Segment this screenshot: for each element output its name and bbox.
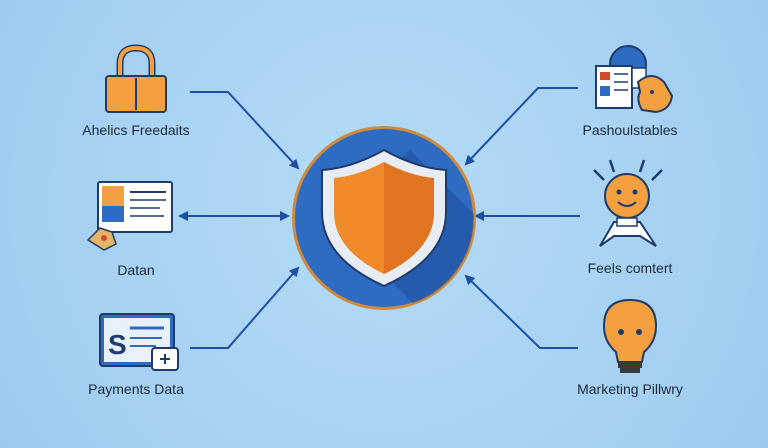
hand-document-icon bbox=[595, 45, 674, 114]
arrow-bottom-left bbox=[190, 266, 300, 349]
node-label-mid-right: Feels comtert bbox=[587, 260, 673, 276]
arrow-bottom-right bbox=[464, 274, 578, 349]
node-label-top-right: Pashoulstables bbox=[582, 122, 678, 138]
node-label-mid-left: Datan bbox=[117, 262, 155, 278]
node-label-top-left: Ahelics Freedaits bbox=[82, 122, 190, 138]
node-label-bottom-left: Payments Data bbox=[88, 381, 184, 397]
arrow-top-left bbox=[190, 91, 300, 170]
arrow-top-right bbox=[464, 87, 578, 166]
payment-screen-icon: S bbox=[99, 313, 179, 371]
lightbulb-icon bbox=[602, 298, 658, 373]
shield-icon bbox=[292, 126, 476, 310]
svg-text:S: S bbox=[108, 329, 127, 360]
document-card-icon bbox=[86, 181, 173, 251]
node-label-bottom-right: Marketing Pillwry bbox=[577, 381, 683, 397]
padlock-icon bbox=[105, 44, 167, 113]
smiling-bulb-icon bbox=[593, 159, 663, 247]
